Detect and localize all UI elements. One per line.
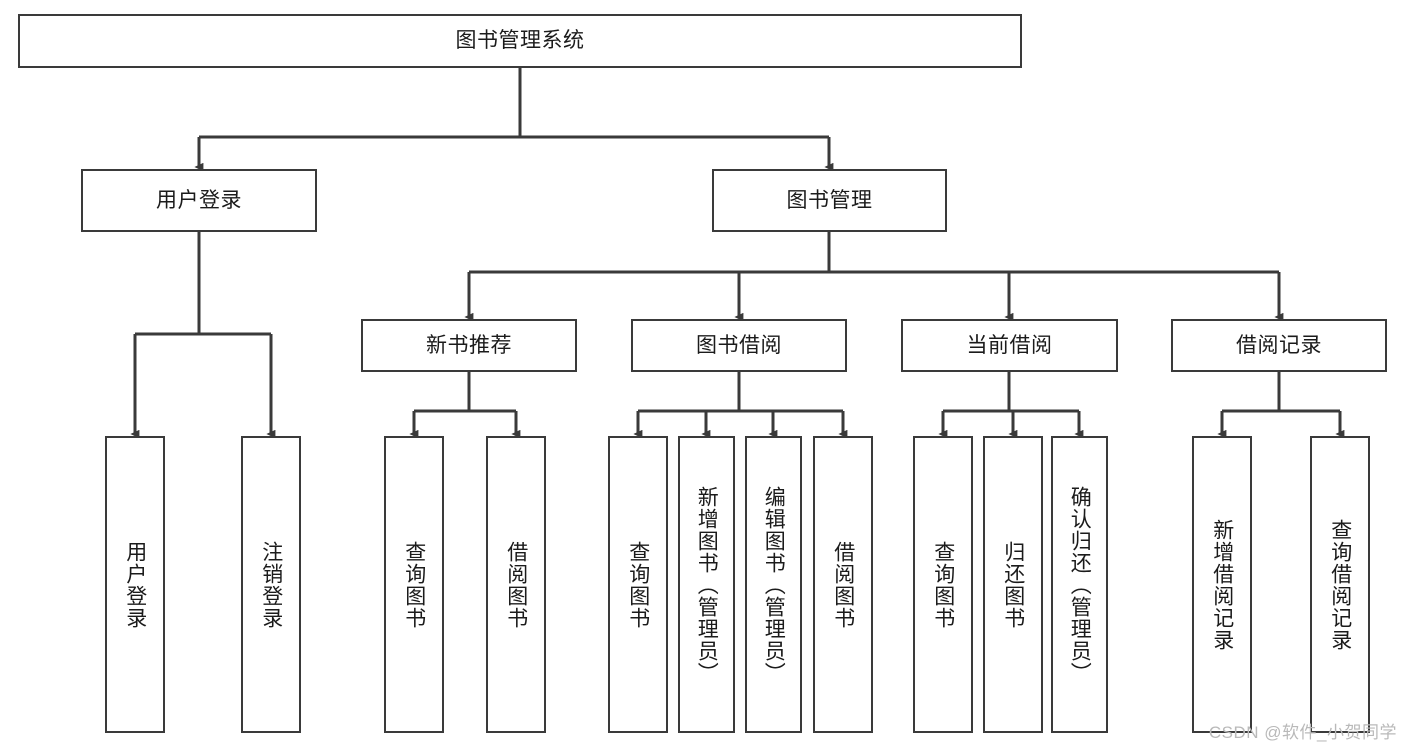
node-label: 借阅图书 (504, 540, 528, 629)
node-label: 查询借阅记录 (1328, 518, 1352, 651)
node-leaf-logout-login[interactable]: 注销登录 (241, 436, 301, 733)
node-label: 用户登录 (123, 540, 147, 629)
node-label: 查询图书 (402, 540, 426, 629)
node-label: 借阅记录 (1236, 333, 1322, 357)
node-leaf-query-book-current[interactable]: 查询图书 (913, 436, 973, 733)
node-label: 新书推荐 (426, 333, 512, 357)
node-leaf-add-book-admin[interactable]: 新增图书（管理员） (678, 436, 735, 733)
node-leaf-add-borrow-record[interactable]: 新增借阅记录 (1192, 436, 1252, 733)
node-label: 图书管理系统 (455, 29, 585, 53)
node-label: 借阅图书 (831, 540, 855, 629)
node-label: 图书管理 (786, 188, 873, 212)
node-user-login[interactable]: 用户登录 (81, 169, 317, 232)
node-leaf-query-book-recommend[interactable]: 查询图书 (384, 436, 444, 733)
node-leaf-edit-book-admin[interactable]: 编辑图书（管理员） (745, 436, 802, 733)
node-label: 归还图书 (1001, 540, 1025, 629)
node-leaf-query-borrow-record[interactable]: 查询借阅记录 (1310, 436, 1370, 733)
node-label: 新增图书（管理员） (695, 485, 719, 684)
node-leaf-user-login[interactable]: 用户登录 (105, 436, 165, 733)
node-label: 当前借阅 (966, 333, 1053, 357)
node-book-manage[interactable]: 图书管理 (712, 169, 947, 232)
node-leaf-confirm-return-admin[interactable]: 确认归还（管理员） (1051, 436, 1108, 733)
node-label: 查询图书 (931, 540, 955, 629)
node-leaf-query-book-borrow[interactable]: 查询图书 (608, 436, 668, 733)
node-label: 用户登录 (156, 188, 242, 212)
node-new-book-recommend[interactable]: 新书推荐 (361, 319, 577, 372)
node-label: 新增借阅记录 (1210, 518, 1234, 651)
node-label: 注销登录 (259, 540, 283, 629)
node-book-borrow[interactable]: 图书借阅 (631, 319, 847, 372)
node-current-borrow[interactable]: 当前借阅 (901, 319, 1118, 372)
node-borrow-record[interactable]: 借阅记录 (1171, 319, 1387, 372)
node-leaf-borrow-book-recommend[interactable]: 借阅图书 (486, 436, 546, 733)
node-leaf-return-book[interactable]: 归还图书 (983, 436, 1043, 733)
node-label: 查询图书 (626, 540, 650, 629)
watermark-text: CSDN @软件_小贺同学 (1208, 723, 1397, 742)
node-root-system[interactable]: 图书管理系统 (18, 14, 1022, 68)
node-label: 图书借阅 (696, 333, 782, 357)
node-leaf-borrow-book[interactable]: 借阅图书 (813, 436, 873, 733)
node-label: 确认归还（管理员） (1068, 485, 1092, 684)
node-label: 编辑图书（管理员） (762, 485, 786, 684)
